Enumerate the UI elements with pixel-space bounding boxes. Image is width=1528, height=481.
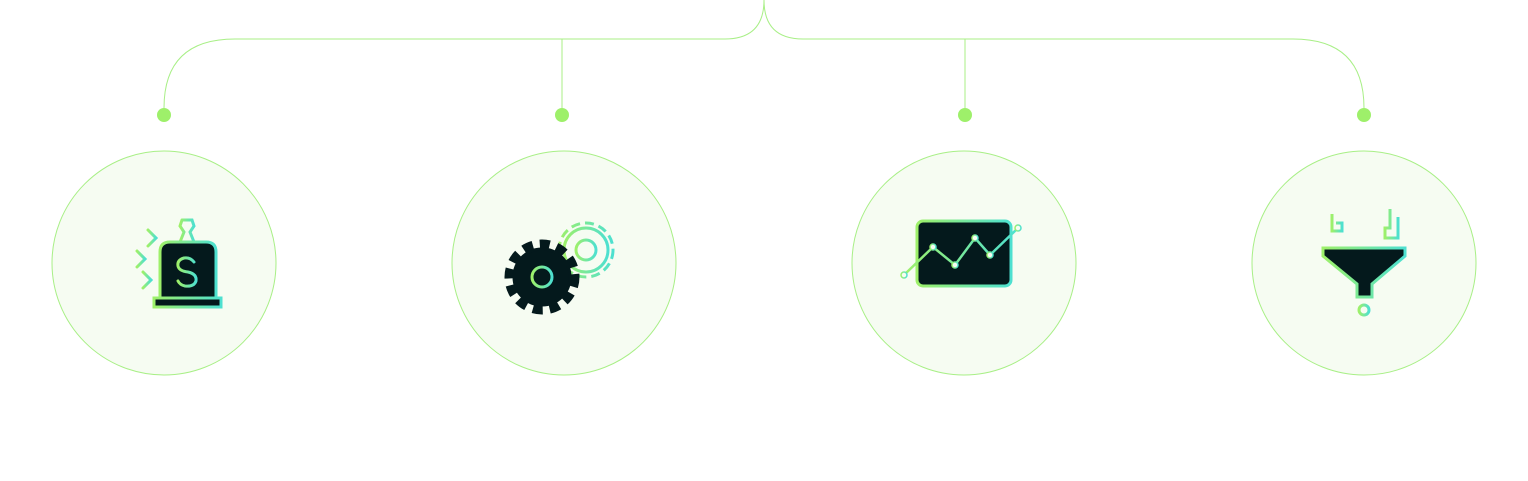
gear-solid-icon <box>504 239 580 315</box>
connector-right <box>763 0 1365 109</box>
node-dot-4 <box>1357 108 1371 122</box>
node-dot-3 <box>958 108 972 122</box>
monitor-chart-icon <box>900 219 1022 307</box>
connector-lines <box>163 0 1365 109</box>
node-dot-2 <box>555 108 569 122</box>
node-dot-1 <box>157 108 171 122</box>
connector-left <box>163 0 765 109</box>
money-bag-icon <box>94 218 223 309</box>
funnel-icon <box>1321 209 1407 317</box>
gears-icon <box>504 221 615 315</box>
